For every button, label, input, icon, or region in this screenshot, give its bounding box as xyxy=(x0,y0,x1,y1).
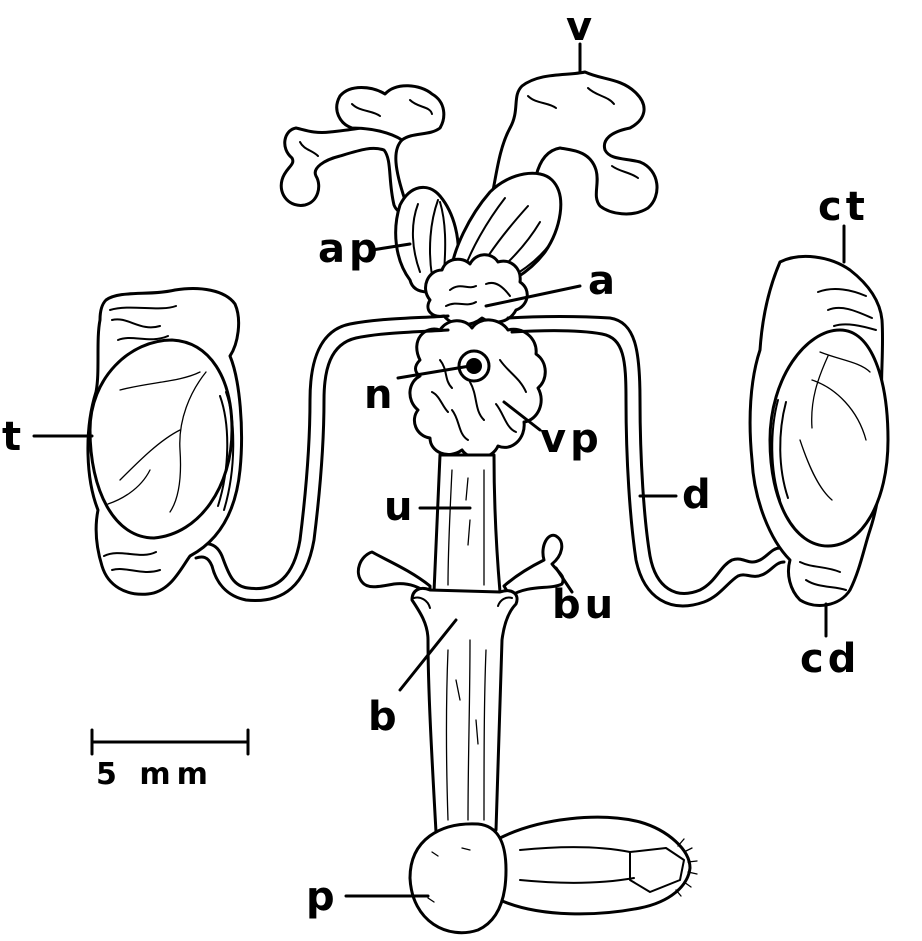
scale-bar: 5 mm xyxy=(92,730,248,792)
penis xyxy=(410,817,697,932)
label-v: v xyxy=(566,4,596,50)
urethra xyxy=(434,455,500,592)
label-a: a xyxy=(588,258,619,304)
label-vp: vp xyxy=(540,416,603,462)
label-p: p xyxy=(306,874,339,920)
label-u: u xyxy=(384,484,416,530)
label-b: b xyxy=(368,694,401,740)
label-ap: ap xyxy=(318,226,382,272)
label-cd: cd xyxy=(800,636,860,682)
bulb xyxy=(412,588,517,832)
label-d: d xyxy=(682,472,715,518)
label-ct: ct xyxy=(818,184,869,230)
ventral-prostate xyxy=(410,320,545,458)
label-t: t xyxy=(2,414,25,460)
label-n: n xyxy=(364,372,396,418)
scale-bar-label: 5 mm xyxy=(96,757,214,792)
label-bu: bu xyxy=(552,582,617,628)
